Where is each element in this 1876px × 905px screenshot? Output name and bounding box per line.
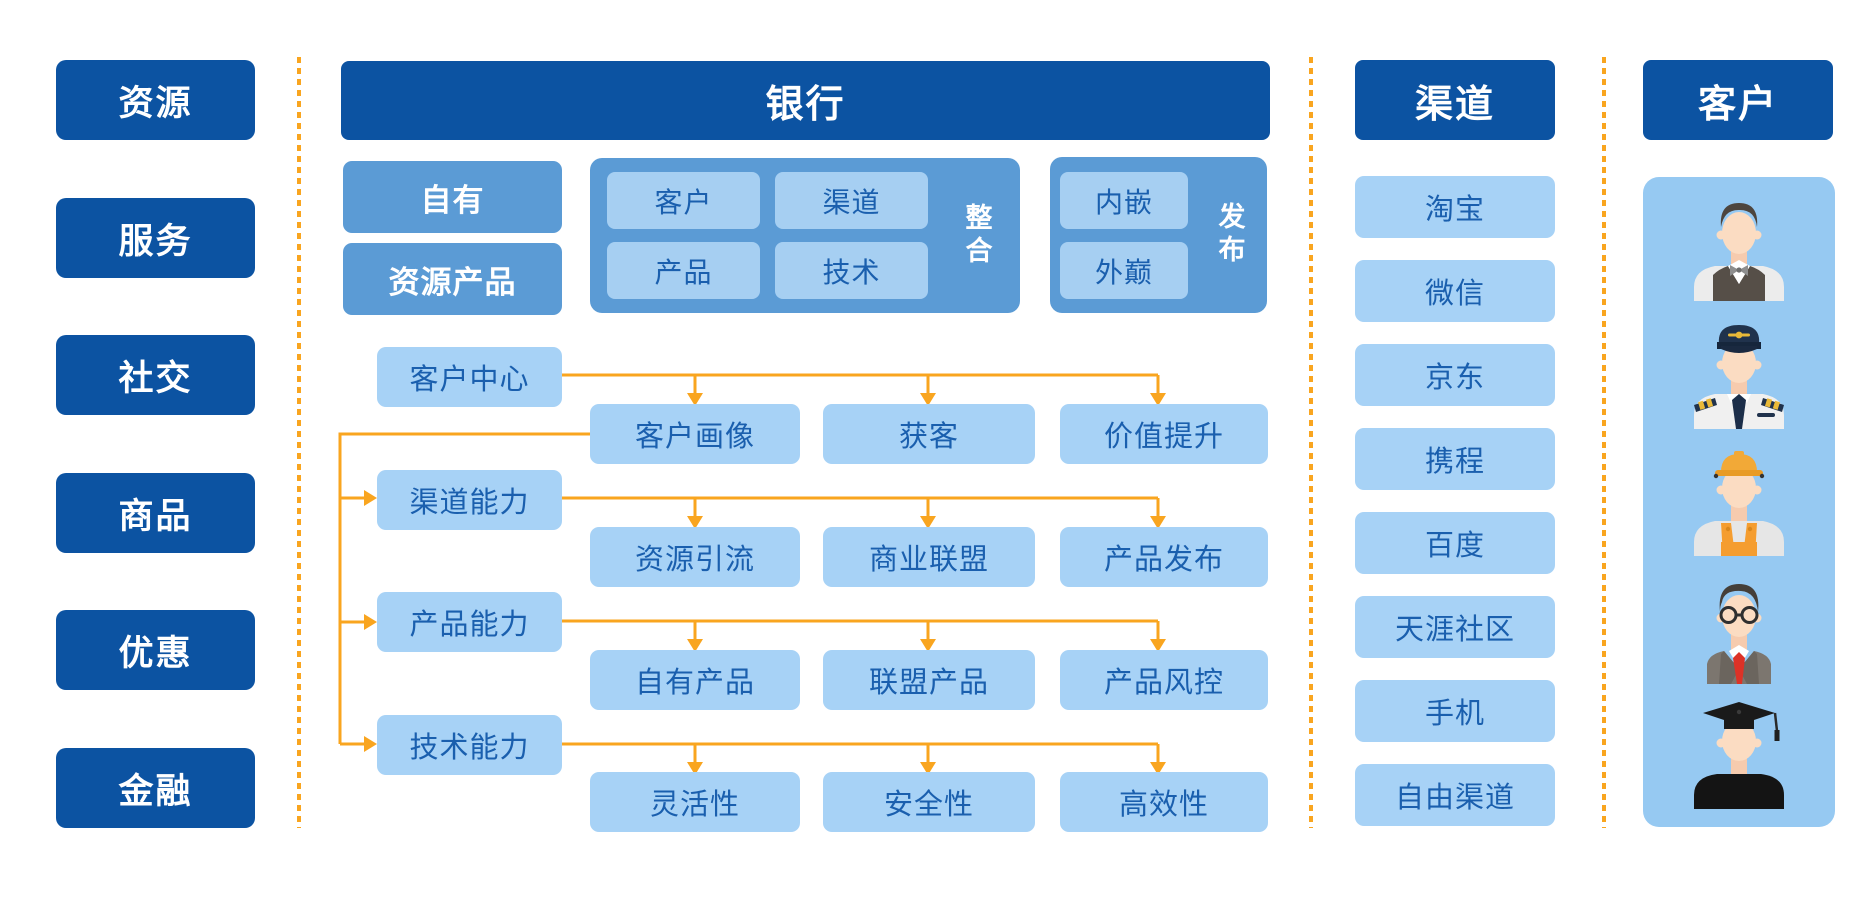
- publish-item-embedded: 内嵌: [1060, 172, 1188, 229]
- divider-customers: [1602, 57, 1606, 828]
- alliance-product-box: 联盟产品: [823, 650, 1035, 710]
- security-box: 安全性: [823, 772, 1035, 832]
- channel-item-tianya: 天涯社区: [1355, 596, 1555, 658]
- integration-group-label: 整合: [961, 202, 992, 269]
- avatar-construction-worker-icon: [1694, 451, 1784, 556]
- publish-group-label: 发布: [1214, 202, 1245, 268]
- channel-capability-box: 渠道能力: [377, 470, 562, 530]
- own-box: 自有: [343, 161, 562, 233]
- customer-acquisition-box: 获客: [823, 404, 1035, 464]
- customer-center-box: 客户中心: [377, 347, 562, 407]
- channel-item-mobile: 手机: [1355, 680, 1555, 742]
- integration-group: 客户 渠道 产品 技术 整合: [590, 158, 1020, 313]
- integration-item-product: 产品: [607, 242, 760, 299]
- resource-product-box: 资源产品: [343, 243, 562, 315]
- channel-item-jd: 京东: [1355, 344, 1555, 406]
- finance-box: 金融: [56, 748, 255, 828]
- channel-item-wechat: 微信: [1355, 260, 1555, 322]
- avatar-graduate-icon: [1694, 702, 1784, 809]
- social-box: 社交: [56, 335, 255, 415]
- integration-item-customer: 客户: [607, 172, 760, 229]
- divider-channels: [1309, 57, 1313, 828]
- value-uplift-box: 价值提升: [1060, 404, 1268, 464]
- service-box: 服务: [56, 198, 255, 278]
- channels-header: 渠道: [1355, 60, 1555, 140]
- efficiency-box: 高效性: [1060, 772, 1268, 832]
- channel-item-taobao: 淘宝: [1355, 176, 1555, 238]
- business-alliance-box: 商业联盟: [823, 527, 1035, 587]
- customers-header: 客户: [1643, 60, 1833, 140]
- product-publish-box: 产品发布: [1060, 527, 1268, 587]
- discount-box: 优惠: [56, 610, 255, 690]
- channel-item-free: 自由渠道: [1355, 764, 1555, 826]
- publish-item-external: 外巅: [1060, 242, 1188, 299]
- product-capability-box: 产品能力: [377, 592, 562, 652]
- flexibility-box: 灵活性: [590, 772, 800, 832]
- integration-item-tech: 技术: [775, 242, 928, 299]
- resource-box: 资源: [56, 60, 255, 140]
- own-product-box: 自有产品: [590, 650, 800, 710]
- channel-item-ctrip: 携程: [1355, 428, 1555, 490]
- customers-panel: [1643, 177, 1835, 827]
- goods-box: 商品: [56, 473, 255, 553]
- resource-inflow-box: 资源引流: [590, 527, 800, 587]
- channel-item-baidu: 百度: [1355, 512, 1555, 574]
- avatar-pilot-icon: [1694, 325, 1784, 429]
- divider-left: [297, 57, 301, 828]
- avatar-waiter-icon: [1694, 203, 1784, 301]
- tech-capability-box: 技术能力: [377, 715, 562, 775]
- product-risk-box: 产品风控: [1060, 650, 1268, 710]
- customer-portrait-box: 客户画像: [590, 404, 800, 464]
- publish-group: 内嵌 外巅 发布: [1050, 157, 1267, 313]
- avatar-businessman-icon: [1707, 584, 1771, 684]
- integration-item-channel: 渠道: [775, 172, 928, 229]
- bank-header: 银行: [341, 61, 1270, 140]
